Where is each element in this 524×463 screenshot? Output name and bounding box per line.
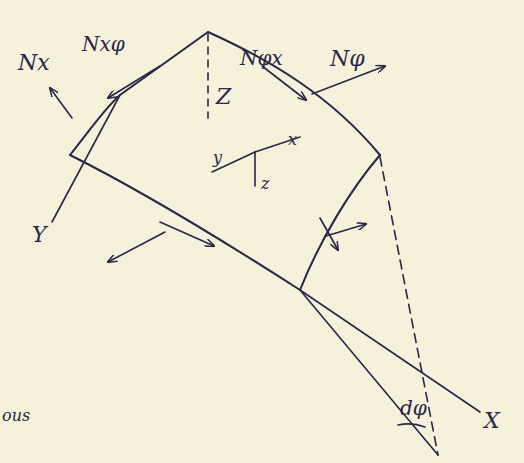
angle-label: dφ [400,398,427,418]
force-label: Nφ [330,48,365,70]
force-arrows [50,66,385,262]
axis-label: X [484,410,500,432]
axis-label: z [261,176,269,192]
axis-label: Z [216,86,231,108]
element-outline [70,32,380,290]
note-text: ous [2,408,30,424]
axis-label: x [288,132,297,148]
force-label: Nφx [240,48,283,68]
axis-label: Y [32,224,47,246]
force-label: Nx [18,52,50,74]
axis-label: y [213,150,222,166]
force-label: Nxφ [82,34,125,54]
axes [52,34,480,455]
